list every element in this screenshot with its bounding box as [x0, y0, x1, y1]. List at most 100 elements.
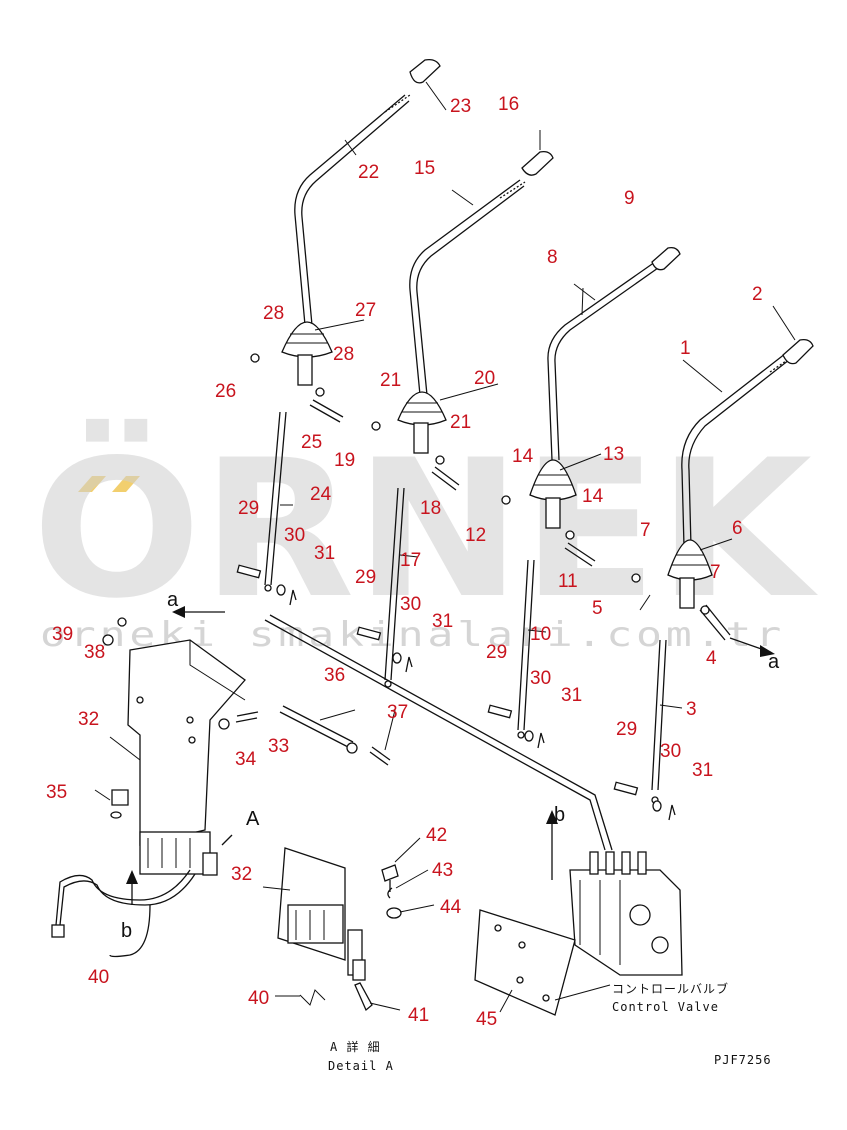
bolt-18 — [431, 466, 460, 491]
knob-23 — [409, 58, 441, 84]
callout-30-a: 30 — [284, 525, 305, 546]
knob-16 — [521, 150, 554, 176]
callout-21-right: 21 — [450, 412, 471, 433]
rod-17 — [384, 487, 405, 681]
callout-24: 24 — [310, 484, 332, 505]
callout-41: 41 — [408, 1005, 429, 1026]
callout-21-left: 21 — [380, 370, 401, 391]
rod-10 — [517, 559, 535, 731]
callout-28-left: 28 — [263, 303, 284, 324]
lever-assembly-22 — [250, 58, 441, 592]
callout-13: 13 — [603, 444, 624, 465]
bracket-32 — [51, 617, 259, 958]
callout-2: 2 — [752, 284, 763, 305]
control-valve-label-ja: コントロールバルブ — [612, 981, 729, 996]
rod-3 — [651, 639, 667, 791]
callout-37: 37 — [387, 702, 408, 723]
callout-14-right: 14 — [582, 486, 604, 507]
detail-a-label-en: Detail A — [328, 1059, 394, 1073]
callout-15: 15 — [414, 158, 435, 179]
callout-12: 12 — [465, 525, 486, 546]
watermark-umlaut-dot-left — [78, 476, 106, 492]
callout-29-c: 29 — [486, 642, 507, 663]
boot-27 — [281, 321, 333, 358]
callout-30-d: 30 — [660, 741, 681, 762]
callout-30-c: 30 — [530, 668, 551, 689]
callout-10: 10 — [530, 624, 551, 645]
callout-39: 39 — [52, 624, 73, 645]
callout-42: 42 — [426, 825, 447, 846]
view-letter-b-right: b — [554, 804, 565, 826]
callout-29-a: 29 — [238, 498, 259, 519]
view-letters: A a a b b — [121, 589, 780, 942]
callout-35: 35 — [46, 782, 67, 803]
callout-22: 22 — [358, 162, 379, 183]
watermark-umlaut-dot-right — [112, 476, 140, 492]
callout-7-right: 7 — [710, 562, 721, 583]
callout-11: 11 — [558, 571, 578, 592]
callout-20: 20 — [474, 368, 495, 389]
detail-a-label-ja: A 詳 細 — [330, 1039, 381, 1054]
bolt-4 — [699, 604, 731, 641]
callout-8: 8 — [547, 247, 558, 268]
callout-1: 1 — [680, 338, 691, 359]
control-valve-label-en: Control Valve — [612, 1000, 719, 1014]
knob-2 — [782, 338, 814, 365]
callout-36: 36 — [324, 665, 345, 686]
callout-18: 18 — [420, 498, 441, 519]
callout-40-main: 40 — [88, 967, 109, 988]
gasket-45 — [474, 909, 576, 1016]
callout-26: 26 — [215, 381, 236, 402]
view-letter-A: A — [246, 808, 260, 830]
callout-31-c: 31 — [561, 685, 582, 706]
callout-45: 45 — [476, 1009, 497, 1030]
callout-32-detail: 32 — [231, 864, 252, 885]
callout-29-b: 29 — [355, 567, 376, 588]
callout-40-detail: 40 — [248, 988, 269, 1009]
nut-7-right — [700, 605, 710, 615]
view-letter-b-left: b — [121, 920, 132, 942]
control-valve — [474, 851, 683, 1016]
callout-5: 5 — [592, 598, 603, 619]
bolt-25 — [309, 399, 344, 423]
watermark: ÖRNEK orneki smakinalari.com.tr — [32, 418, 818, 655]
callout-25: 25 — [301, 432, 322, 453]
callout-31-a: 31 — [314, 543, 335, 564]
drawing-code: PJF7256 — [714, 1053, 772, 1067]
callout-27: 27 — [355, 300, 376, 321]
callout-33: 33 — [268, 736, 289, 757]
lever-assembly-15 — [371, 150, 554, 688]
callout-6: 6 — [732, 518, 743, 539]
callout-9: 9 — [624, 188, 635, 209]
callout-19: 19 — [334, 450, 355, 471]
lever-assembly-8 — [501, 246, 681, 739]
knob-9 — [651, 246, 681, 271]
callout-28-right: 28 — [333, 344, 354, 365]
callout-31-b: 31 — [432, 611, 453, 632]
callout-23: 23 — [450, 96, 471, 117]
leader-lines — [94, 81, 796, 1013]
callout-3: 3 — [686, 699, 697, 720]
callout-16: 16 — [498, 94, 519, 115]
cross-link-rods — [264, 614, 613, 851]
callout-31-d: 31 — [692, 760, 713, 781]
captions: コントロールバルブ Control Valve A 詳 細 Detail A P… — [328, 981, 772, 1073]
callout-44: 44 — [440, 897, 462, 918]
callout-14-left: 14 — [512, 446, 534, 467]
view-letter-a-right: a — [768, 651, 780, 673]
view-arrows — [126, 606, 775, 905]
callout-29-d: 29 — [616, 719, 637, 740]
callout-30-b: 30 — [400, 594, 421, 615]
view-letter-a-left: a — [167, 589, 179, 611]
linkage-hardware — [236, 564, 676, 821]
callout-43: 43 — [432, 860, 453, 881]
callout-numbers: 1 2 3 4 5 6 7 7 8 9 10 11 12 13 14 14 15… — [46, 94, 763, 1030]
callout-34: 34 — [235, 749, 257, 770]
callout-17: 17 — [400, 550, 421, 571]
callout-38: 38 — [84, 642, 105, 663]
callout-7-left: 7 — [640, 520, 651, 541]
callout-4: 4 — [706, 648, 717, 669]
nut-7-left — [631, 573, 641, 583]
